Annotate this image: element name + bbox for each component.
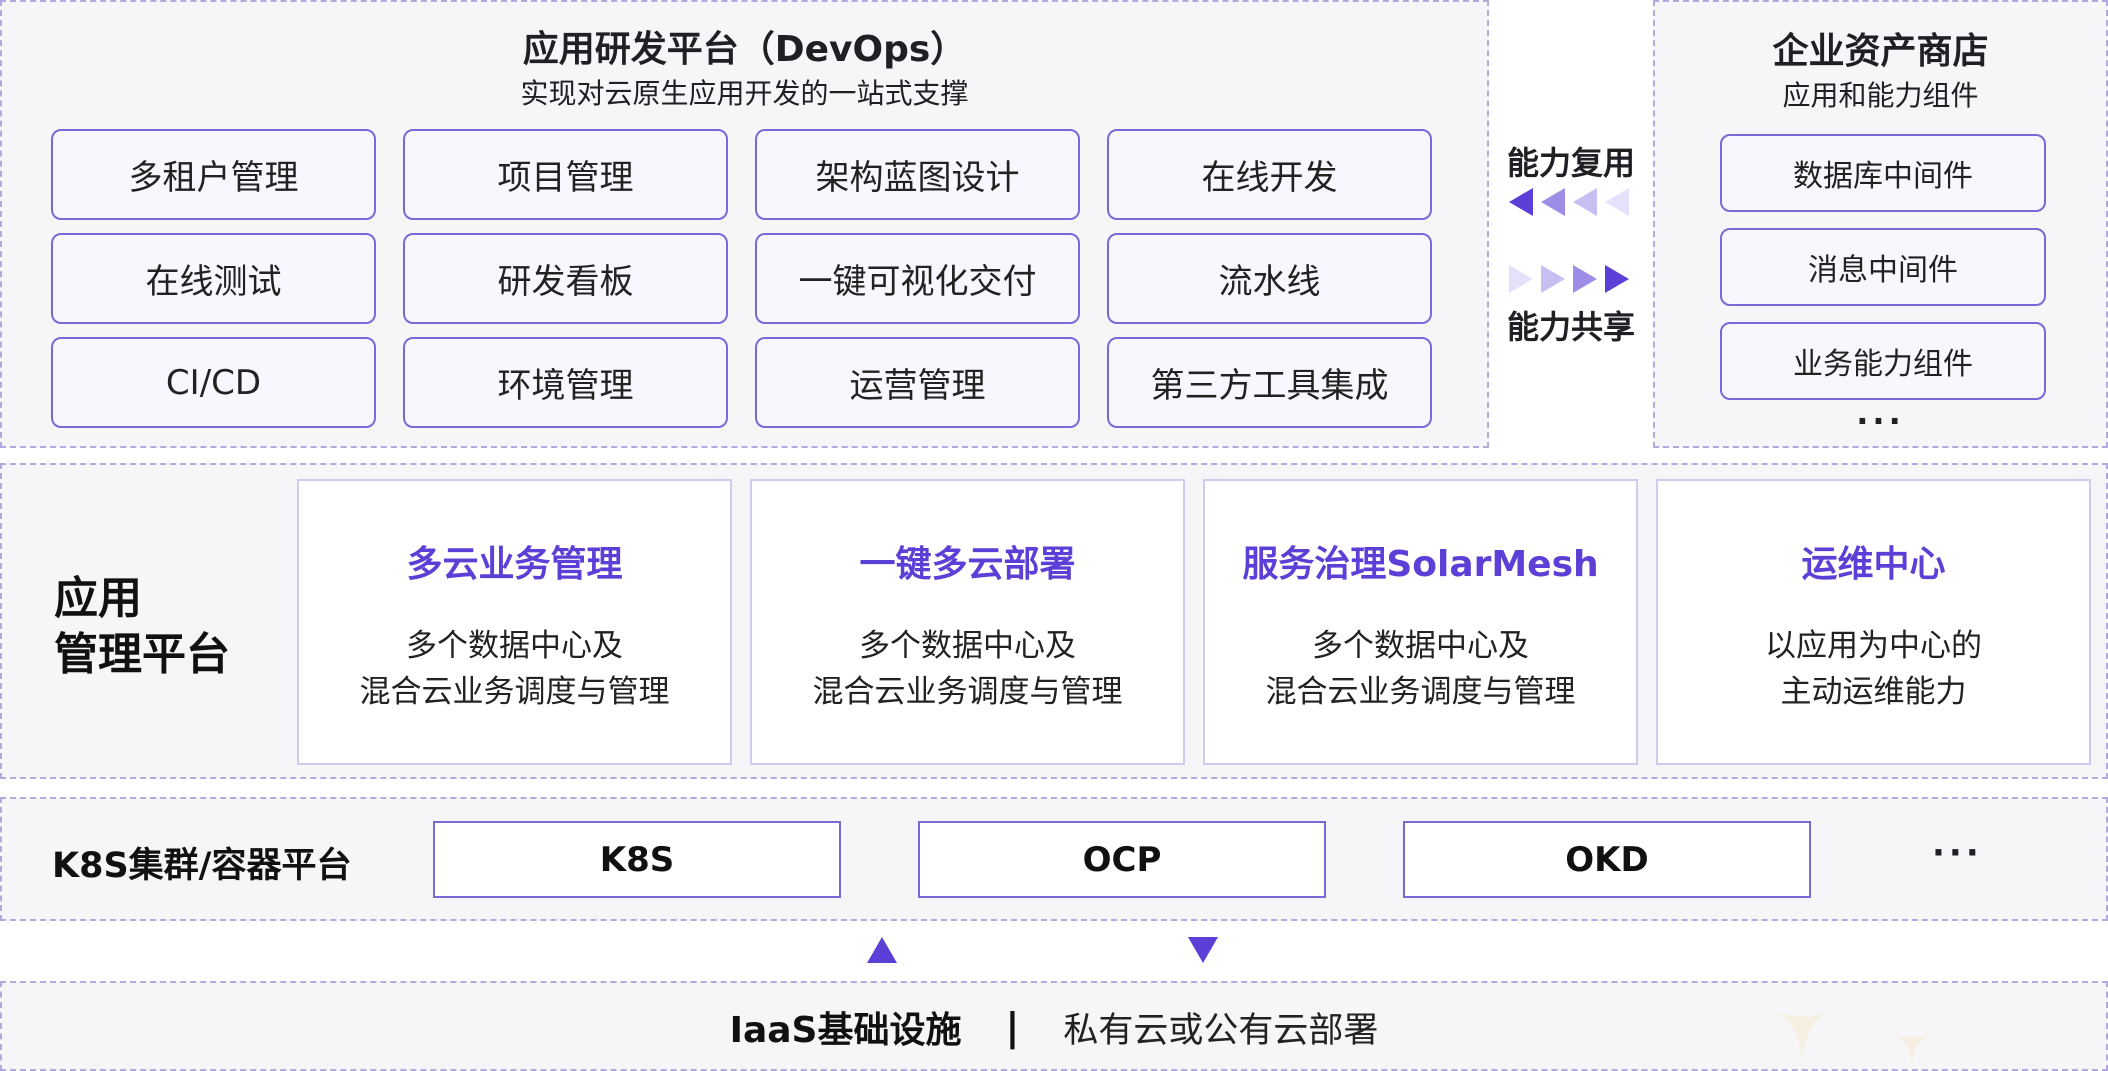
app-card-solarmesh[interactable]: 服务治理SolarMesh 多个数据中心及 混合云业务调度与管理	[1203, 479, 1638, 765]
card-desc-line1: 多个数据中心及	[859, 628, 1076, 664]
app-card-deploy[interactable]: 一键多云部署 多个数据中心及 混合云业务调度与管理	[750, 479, 1185, 765]
devops-title: 应用研发平台（DevOps）	[522, 29, 967, 70]
iaas-panel: IaaS基础设施 | 私有云或公有云部署	[0, 981, 2108, 1071]
devops-item[interactable]: 流水线	[1107, 233, 1432, 324]
store-more: ···	[1856, 402, 1905, 440]
devops-item[interactable]: 在线测试	[51, 233, 376, 324]
share-arrow-3	[1573, 265, 1597, 293]
share-arrow-2	[1541, 265, 1565, 293]
reuse-label: 能力复用	[1506, 144, 1635, 182]
card-description: 以应用为中心的 主动运维能力	[1658, 623, 2089, 715]
reuse-arrow-4	[1605, 188, 1629, 216]
card-description: 多个数据中心及 混合云业务调度与管理	[1205, 623, 1636, 715]
app-mgmt-label-line2: 管理平台	[54, 629, 230, 680]
app-management-panel: 应用 管理平台 多云业务管理 多个数据中心及 混合云业务调度与管理 一键多云部署…	[0, 463, 2108, 779]
iaas-title: IaaS基础设施	[729, 1010, 962, 1051]
up-arrow-icon	[867, 937, 897, 963]
devops-item[interactable]: 运营管理	[755, 337, 1080, 428]
app-card-multicloud[interactable]: 多云业务管理 多个数据中心及 混合云业务调度与管理	[297, 479, 732, 765]
iaas-row: IaaS基础设施 | 私有云或公有云部署	[2, 1001, 2106, 1053]
card-desc-line2: 主动运维能力	[1780, 674, 1967, 710]
devops-item[interactable]: 在线开发	[1107, 129, 1432, 220]
card-desc-line1: 以应用为中心的	[1765, 628, 1982, 664]
card-description: 多个数据中心及 混合云业务调度与管理	[752, 623, 1183, 715]
iaas-separator: |	[1005, 1005, 1020, 1049]
app-mgmt-label: 应用 管理平台	[54, 571, 230, 683]
share-arrows-icon	[1509, 265, 1629, 293]
card-desc-line2: 混合云业务调度与管理	[359, 674, 670, 710]
k8s-more: ···	[1932, 833, 1983, 873]
devops-subtitle: 实现对云原生应用开发的一站式支撑	[520, 77, 969, 110]
devops-item[interactable]: 环境管理	[403, 337, 728, 428]
devops-item[interactable]: 第三方工具集成	[1107, 337, 1432, 428]
share-arrow-1	[1509, 265, 1533, 293]
card-description: 多个数据中心及 混合云业务调度与管理	[299, 623, 730, 715]
card-title: 一键多云部署	[859, 544, 1076, 585]
reuse-arrow-3	[1573, 188, 1597, 216]
app-card-ops-center[interactable]: 运维中心 以应用为中心的 主动运维能力	[1656, 479, 2091, 765]
devops-item[interactable]: 一键可视化交付	[755, 233, 1080, 324]
share-arrow-4	[1605, 265, 1629, 293]
share-label: 能力共享	[1506, 308, 1635, 346]
k8s-item-ocp[interactable]: OCP	[918, 821, 1326, 898]
capability-exchange: 能力复用 能力共享	[1489, 0, 1653, 448]
card-title: 多云业务管理	[406, 544, 623, 585]
reuse-arrow-2	[1541, 188, 1565, 216]
asset-store-panel: 企业资产商店 应用和能力组件 数据库中间件 消息中间件 业务能力组件 ···	[1653, 0, 2108, 448]
k8s-label: K8S集群/容器平台	[52, 846, 352, 886]
devops-item[interactable]: 研发看板	[403, 233, 728, 324]
iaas-description: 私有云或公有云部署	[1063, 1010, 1379, 1051]
store-item[interactable]: 消息中间件	[1720, 228, 2046, 306]
k8s-panel: K8S集群/容器平台 K8S OCP OKD ···	[0, 797, 2108, 921]
devops-item[interactable]: CI/CD	[51, 337, 376, 428]
card-title: 运维中心	[1801, 544, 1946, 585]
devops-item[interactable]: 多租户管理	[51, 129, 376, 220]
card-desc-line2: 混合云业务调度与管理	[812, 674, 1123, 710]
store-subtitle: 应用和能力组件	[1782, 79, 1979, 112]
card-desc-line1: 多个数据中心及	[406, 628, 623, 664]
card-desc-line2: 混合云业务调度与管理	[1265, 674, 1576, 710]
devops-item[interactable]: 架构蓝图设计	[755, 129, 1080, 220]
decorative-sparkle-icon	[1772, 1011, 1932, 1071]
k8s-item-okd[interactable]: OKD	[1403, 821, 1811, 898]
store-title: 企业资产商店	[1772, 31, 1989, 72]
card-desc-line1: 多个数据中心及	[1312, 628, 1529, 664]
reuse-arrows-icon	[1509, 188, 1629, 216]
store-item[interactable]: 业务能力组件	[1720, 322, 2046, 400]
app-mgmt-label-line1: 应用	[54, 573, 142, 624]
reuse-arrow-1	[1509, 188, 1533, 216]
card-title: 服务治理SolarMesh	[1242, 544, 1599, 585]
store-item[interactable]: 数据库中间件	[1720, 134, 2046, 212]
devops-item[interactable]: 项目管理	[403, 129, 728, 220]
k8s-item-k8s[interactable]: K8S	[433, 821, 841, 898]
devops-panel: 应用研发平台（DevOps） 实现对云原生应用开发的一站式支撑 多租户管理 项目…	[0, 0, 1489, 448]
down-arrow-icon	[1188, 937, 1218, 963]
